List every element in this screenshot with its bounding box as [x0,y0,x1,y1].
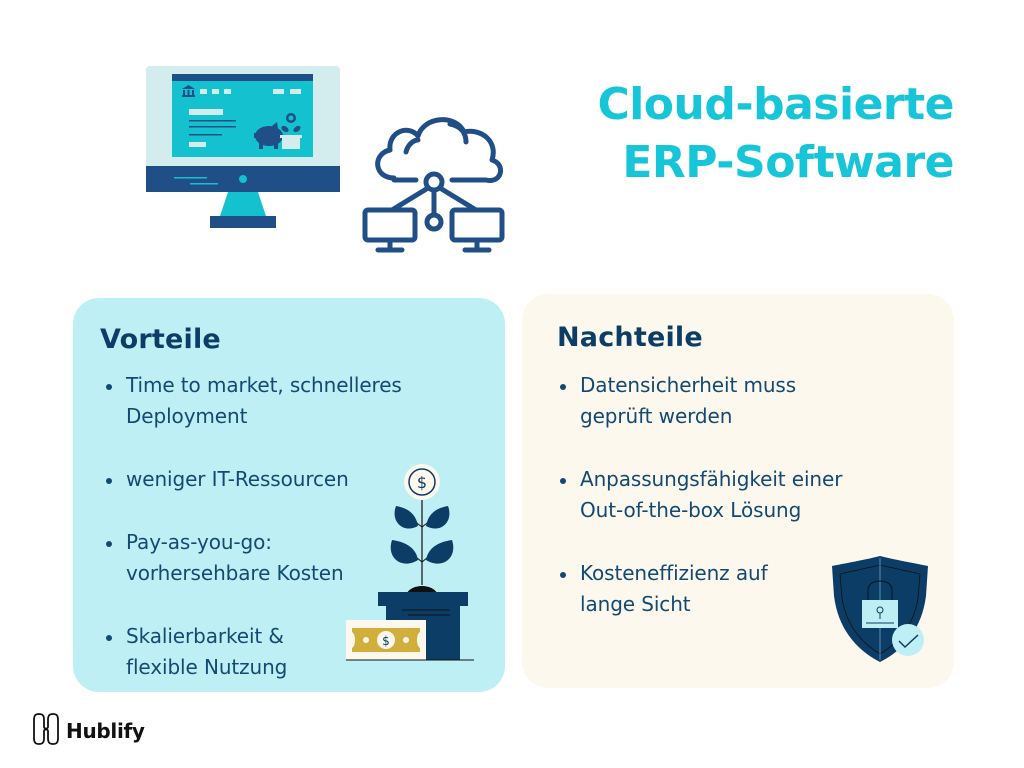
list-item-line: vorhersehbare Kosten [126,561,344,585]
list-item-line: Skalierbarkeit & [126,624,284,648]
shield-lock-check-icon [830,556,930,664]
list-item: Time to market, schnelleres Deployment [103,370,402,432]
list-item: Skalierbarkeit & flexible Nutzung [103,621,402,683]
list-item: weniger IT-Ressourcen [103,464,402,495]
list-item-line: Time to market, schnelleres [126,373,402,397]
list-item-line: flexible Nutzung [126,655,288,679]
monitor-banking-dashboard-icon [146,66,340,230]
title-line-1: Cloud-basierte [597,79,954,130]
brand-logo: Hublify [32,712,145,750]
list-item: Anpassungsfähigkeit einer Out-of-the-box… [557,464,842,526]
list-item-line: Deployment [126,404,248,428]
dollar-bill-icon: $ [340,620,474,662]
list-item: Datensicherheit muss geprüft werden [557,370,842,432]
list-item-line: Pay-as-you-go: [126,530,272,554]
list-item-line: weniger IT-Ressourcen [126,467,349,491]
pros-list: Time to market, schnelleres Deployment w… [103,370,402,683]
brand-name: Hublify [66,719,145,743]
list-item-line: Anpassungsfähigkeit einer [580,467,843,491]
pros-heading: Vorteile [100,324,221,355]
svg-text:$: $ [382,634,390,648]
cons-heading: Nachteile [557,322,703,353]
list-item: Kosteneffizienz auf lange Sicht [557,558,842,620]
title-line-2: ERP-Software [622,137,954,188]
list-item-line: geprüft werden [580,404,733,428]
page-title: Cloud-basierte ERP-Software [597,76,954,192]
list-item-line: Out-of-the-box Lösung [580,498,802,522]
list-item-line: Kosteneffizienz auf [580,561,768,585]
list-item: Pay-as-you-go: vorhersehbare Kosten [103,527,402,589]
list-item-line: lange Sicht [580,592,691,616]
list-item-line: Datensicherheit muss [580,373,797,397]
svg-text:$: $ [417,473,427,492]
cloud-network-icon [360,110,508,256]
cons-list: Datensicherheit muss geprüft werden Anpa… [557,370,842,620]
hublify-logo-icon [32,712,60,750]
